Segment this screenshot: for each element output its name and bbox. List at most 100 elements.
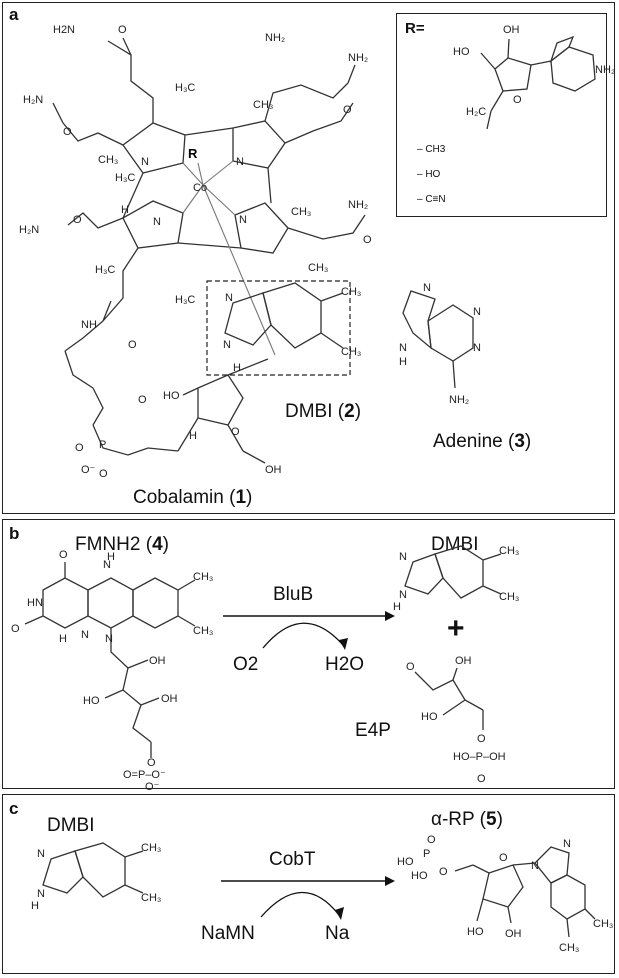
na-label: Na <box>325 923 350 944</box>
svg-text:N: N <box>81 629 89 641</box>
svg-text:O: O <box>513 94 522 106</box>
svg-text:O: O <box>477 733 486 745</box>
panel-b: b FMNH2 (4) DMBI O N H HN O N H N C <box>2 519 615 793</box>
svg-text:N: N <box>141 156 149 168</box>
svg-text:H₂N: H₂N <box>23 94 43 106</box>
panel-c-label: c <box>9 799 19 818</box>
svg-text:CH₃: CH₃ <box>141 892 161 904</box>
svg-text:N: N <box>239 214 247 226</box>
o2-label: O2 <box>233 654 259 675</box>
dmbi-substrate-structure: N N H CH₃ CH₃ <box>31 842 161 912</box>
panel-a-label: a <box>9 5 19 24</box>
svg-text:NH₂: NH₂ <box>348 52 368 64</box>
svg-text:CH₃: CH₃ <box>559 942 579 954</box>
svg-text:O: O <box>477 773 486 785</box>
svg-text:P: P <box>423 848 430 860</box>
ribose-phosphate: HO OH O H H P O O O⁻ <box>75 358 282 480</box>
h2o-label: H2O <box>325 654 365 675</box>
svg-text:H: H <box>59 633 67 645</box>
r-group-box: R= – CH3 – HO – C≡N <box>396 13 607 217</box>
svg-text:NH₂: NH₂ <box>348 199 368 211</box>
svg-text:O: O <box>406 661 415 673</box>
svg-text:OH: OH <box>505 928 522 940</box>
svg-text:O: O <box>231 426 240 438</box>
panel-c: c DMBI α-RP (5) N N H CH₃ CH₃ <box>2 794 615 974</box>
svg-text:O: O <box>59 549 68 561</box>
dmbi-label: DMBI (2) <box>285 401 362 422</box>
svg-text:N: N <box>37 888 45 900</box>
svg-text:H: H <box>107 551 115 563</box>
svg-text:HO: HO <box>83 695 100 707</box>
svg-text:CH₃: CH₃ <box>499 591 519 603</box>
cobalamin-structure: OH HO H₂C O NH₂ <box>19 24 615 480</box>
dmbi-product-structure: N N H CH₃ CH₃ <box>393 545 519 613</box>
svg-text:OH: OH <box>265 464 282 476</box>
svg-text:O: O <box>128 339 137 351</box>
svg-text:N: N <box>37 848 45 860</box>
svg-text:CH₃: CH₃ <box>308 262 328 274</box>
svg-text:HO: HO <box>453 46 470 58</box>
svg-text:N: N <box>399 342 407 354</box>
fmnh2-label: FMNH2 (4) <box>75 534 169 555</box>
svg-text:N: N <box>473 342 481 354</box>
svg-text:CH₃: CH₃ <box>341 346 361 358</box>
bluB-reaction: O N H HN O N H N CH₃ CH₃ OH HO OH O O=P–… <box>11 545 519 793</box>
svg-text:H: H <box>393 601 401 613</box>
svg-text:O: O <box>147 757 156 769</box>
svg-text:CH₃: CH₃ <box>193 571 213 583</box>
svg-text:OH: OH <box>455 655 472 667</box>
r-item-cyano: – C≡N <box>417 194 446 205</box>
svg-text:OH: OH <box>149 655 166 667</box>
svg-text:HO: HO <box>467 926 484 938</box>
alpha-rp-label: α-RP (5) <box>431 809 503 830</box>
svg-text:H: H <box>399 356 407 368</box>
svg-text:O: O <box>343 104 352 116</box>
svg-text:NH: NH <box>81 319 97 331</box>
svg-text:O: O <box>118 24 127 36</box>
svg-text:NH₂: NH₂ <box>449 394 469 406</box>
svg-text:HO: HO <box>397 856 414 868</box>
dmbi-in-cobalamin: N N CH₃ CH₃ <box>223 282 361 358</box>
svg-text:H₃C: H₃C <box>175 82 195 94</box>
svg-text:N: N <box>399 551 407 563</box>
svg-text:N: N <box>225 292 233 304</box>
blub-enzyme: BluB <box>273 584 314 605</box>
fmnh2-structure: O N H HN O N H N CH₃ CH₃ OH HO OH O O=P–… <box>11 549 213 793</box>
svg-text:CH₃: CH₃ <box>253 99 273 111</box>
svg-text:N: N <box>105 633 113 645</box>
svg-text:HO: HO <box>421 711 438 723</box>
svg-text:NH₂: NH₂ <box>265 32 285 44</box>
side-chains <box>52 37 366 456</box>
cobalt-atom: Co <box>193 182 207 194</box>
r-item-hydroxy: – HO <box>417 169 441 180</box>
corrin-ring <box>122 120 289 356</box>
svg-text:O⁻: O⁻ <box>145 781 160 793</box>
svg-text:HO–P–OH: HO–P–OH <box>453 751 506 763</box>
svg-text:OH: OH <box>161 693 178 705</box>
dmbi-substrate-label: DMBI <box>47 815 95 836</box>
svg-text:CH₃: CH₃ <box>593 918 613 930</box>
cobt-enzyme: CobT <box>269 849 316 870</box>
svg-text:N: N <box>223 339 231 351</box>
svg-text:O: O <box>75 442 84 454</box>
svg-text:O: O <box>11 623 20 635</box>
svg-text:N: N <box>103 559 111 571</box>
namn-label: NaMN <box>201 923 255 944</box>
svg-text:OH: OH <box>503 24 520 36</box>
svg-text:H₃C: H₃C <box>175 294 195 306</box>
svg-text:N: N <box>236 156 244 168</box>
r-item-methyl: – CH3 <box>417 144 446 155</box>
svg-text:HO: HO <box>163 390 180 402</box>
svg-text:CH₃: CH₃ <box>193 625 213 637</box>
svg-text:O: O <box>499 852 508 864</box>
svg-text:N: N <box>423 282 431 294</box>
svg-text:O: O <box>73 214 82 226</box>
svg-text:O=P–O⁻: O=P–O⁻ <box>123 769 166 781</box>
svg-text:H: H <box>189 430 197 442</box>
svg-text:H₃C: H₃C <box>115 172 135 184</box>
svg-text:CH₃: CH₃ <box>98 154 118 166</box>
svg-text:N: N <box>473 306 481 318</box>
svg-text:O: O <box>363 234 372 246</box>
adenine-structure: N N N N H NH₂ <box>399 282 481 406</box>
svg-text:H: H <box>31 900 39 912</box>
